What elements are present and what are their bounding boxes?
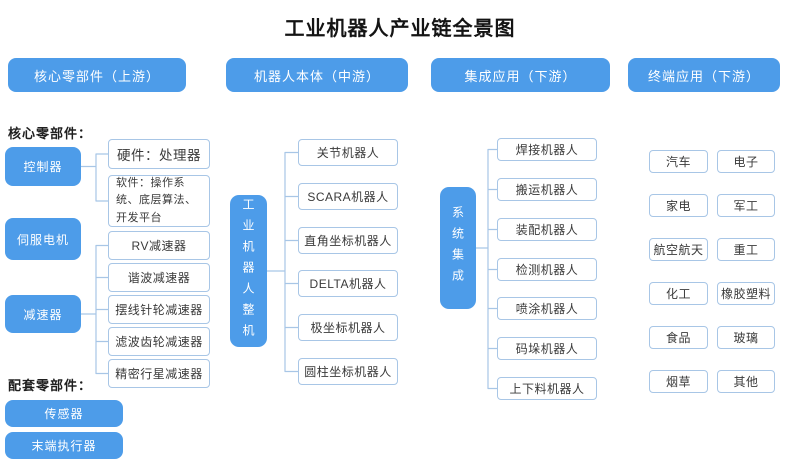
supporting-components-section-label: 配套零部件：	[8, 378, 93, 393]
node-end-effector: 末端执行器	[5, 432, 123, 459]
node-harmonic-reducer: 谐波减速器	[108, 263, 210, 292]
node-industrial-robot-complete-machine: 工业机器人整机	[230, 195, 267, 347]
node-food: 食品	[649, 326, 708, 349]
node-hardware-processor: 硬件：处理器	[108, 139, 210, 169]
node-spraying-robot: 喷涂机器人	[497, 297, 597, 320]
page-title: 工业机器人产业链全景图	[284, 18, 516, 40]
node-rv-reducer: RV减速器	[108, 231, 210, 260]
node-military-industry: 军工	[717, 194, 775, 217]
node-system-integration: 系统集成	[440, 187, 476, 309]
header-terminal-application-downstream: 终端应用（下游）	[628, 58, 780, 92]
node-cycloidal-pinwheel-reducer: 摆线针轮减速器	[108, 295, 210, 324]
node-chemical: 化工	[649, 282, 708, 305]
node-delta-robot: DELTA机器人	[298, 270, 398, 297]
node-glass: 玻璃	[717, 326, 775, 349]
vertical-label: 系统集成	[450, 206, 465, 290]
node-welding-robot: 焊接机器人	[497, 138, 597, 161]
node-controller: 控制器	[5, 147, 81, 186]
node-electronics: 电子	[717, 150, 775, 173]
node-scara-robot: SCARA机器人	[298, 183, 398, 210]
node-heavy-industry: 重工	[717, 238, 775, 261]
node-reducer: 减速器	[5, 295, 81, 333]
header-robot-body-midstream: 机器人本体（中游）	[226, 58, 408, 92]
node-automotive: 汽车	[649, 150, 708, 173]
node-rubber-plastics: 橡胶塑料	[717, 282, 775, 305]
node-articulated-robot: 关节机器人	[298, 139, 398, 166]
node-polar-robot: 极坐标机器人	[298, 314, 398, 341]
node-filter-gear-reducer: 滤波齿轮减速器	[108, 327, 210, 356]
node-handling-robot: 搬运机器人	[497, 178, 597, 201]
node-loading-unloading-robot: 上下料机器人	[497, 377, 597, 400]
header-core-components-upstream: 核心零部件（上游）	[8, 58, 186, 92]
node-software-platform: 软件：操作系统、底层算法、开发平台	[108, 175, 210, 227]
header-integrated-application-downstream: 集成应用（下游）	[431, 58, 610, 92]
node-inspection-robot: 检测机器人	[497, 258, 597, 281]
node-palletizing-robot: 码垛机器人	[497, 337, 597, 360]
node-aerospace: 航空航天	[649, 238, 708, 261]
vertical-label: 工业机器人整机	[241, 197, 255, 345]
core-components-section-label: 核心零部件：	[8, 126, 93, 141]
node-sensor: 传感器	[5, 400, 123, 427]
node-cartesian-robot: 直角坐标机器人	[298, 227, 398, 254]
node-other: 其他	[717, 370, 775, 393]
node-servo-motor: 伺服电机	[5, 218, 81, 260]
node-precision-planetary-reducer: 精密行星减速器	[108, 359, 210, 388]
node-cylindrical-robot: 圆柱坐标机器人	[298, 358, 398, 385]
node-assembly-robot: 装配机器人	[497, 218, 597, 241]
node-tobacco: 烟草	[649, 370, 708, 393]
node-home-appliances: 家电	[649, 194, 708, 217]
